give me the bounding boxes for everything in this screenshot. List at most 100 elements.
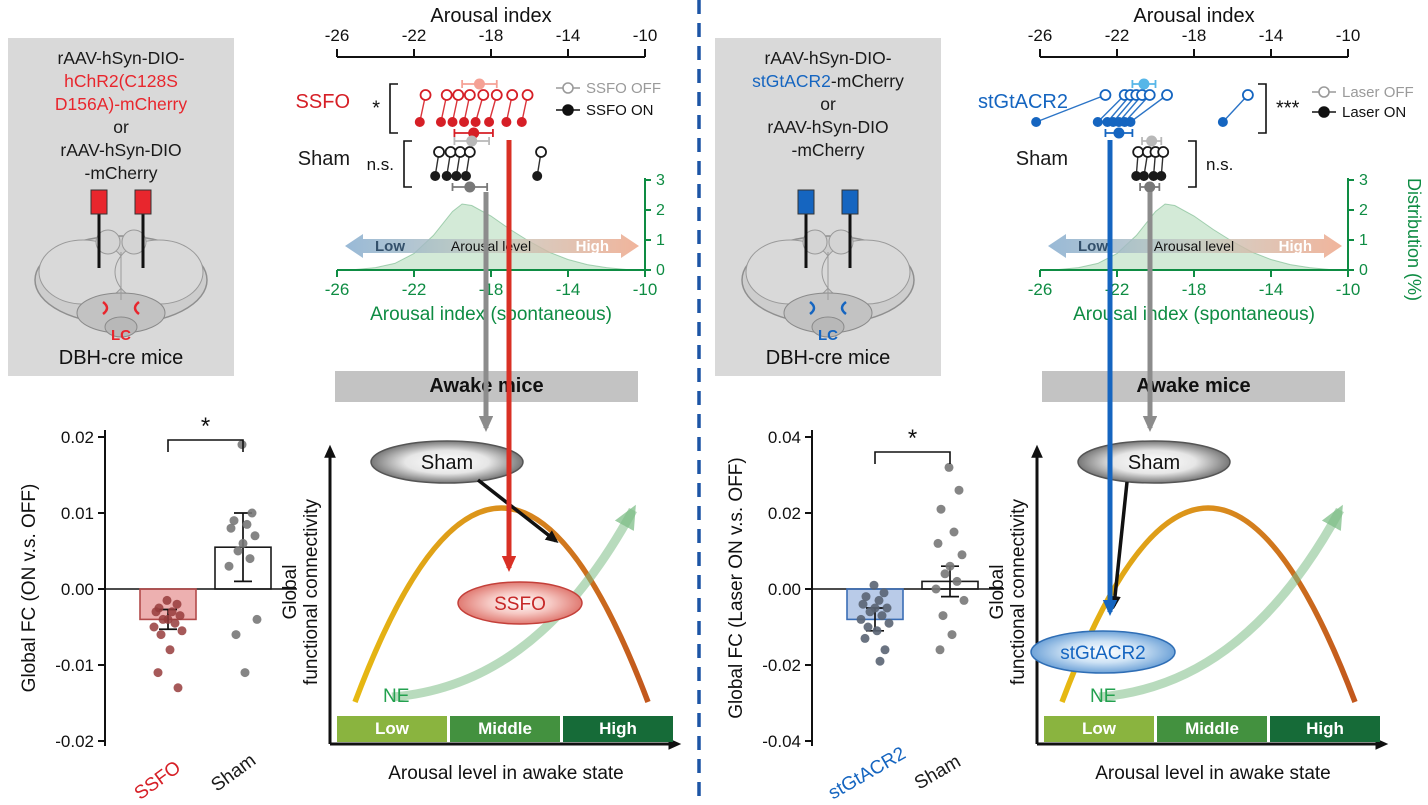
treatment-ellipse-label: stGtACR2 (1060, 643, 1146, 664)
off-dot (1161, 89, 1173, 101)
top-tick-label: -10 (1336, 26, 1361, 45)
scatter-dot (858, 599, 868, 609)
arousal-segment-Low (337, 716, 447, 742)
bar-xlabel: Sham (911, 751, 964, 794)
arousal-title: Arousal index (1133, 5, 1254, 27)
concept-ylabel-line1: Global (280, 565, 301, 620)
scatter-dot (238, 538, 248, 548)
bar-ytick-label: -0.02 (55, 732, 94, 751)
segment-label: Middle (1185, 719, 1239, 738)
mean-dot (1138, 78, 1150, 90)
legend-label: Laser ON (1342, 104, 1406, 121)
bar-ytick-label: 0.02 (768, 504, 801, 523)
arousal-segment-Middle (1157, 716, 1267, 742)
dist-ytick-label: 2 (656, 202, 665, 219)
arousal-level-band (1048, 234, 1342, 258)
virus-label-line: or (113, 117, 129, 137)
dist-ytick-label: 3 (656, 172, 665, 189)
on-dot (1156, 171, 1167, 181)
virus-box-right: rAAV-hSyn-DIO-stGtACR2-mCherryorrAAV-hSy… (715, 38, 941, 376)
distribution-ylabel: Distribution (%) (1404, 178, 1424, 301)
scatter-dot (172, 599, 182, 609)
band-low-label: Low (1078, 238, 1108, 255)
bottom-tick-label: -10 (633, 280, 658, 299)
bar-group-Sham: Sham (207, 440, 272, 796)
bar-ylabel: Global FC (ON v.s. OFF) (19, 484, 40, 693)
ne-label: NE (383, 686, 409, 707)
top-tick-label: -18 (479, 26, 504, 45)
scatter-dot (933, 538, 943, 548)
bar-ytick-label: 0.02 (61, 428, 94, 447)
off-dot (506, 89, 519, 101)
scatter-dot (237, 440, 247, 450)
on-dot (451, 171, 462, 181)
treatment-ellipse (1030, 630, 1176, 674)
legend-label: SSFO OFF (586, 80, 661, 97)
sham-shift-arrow (476, 478, 559, 544)
top-tick-label: -22 (402, 26, 427, 45)
inverted-u-curve (352, 505, 651, 703)
arousal-segment-High (563, 716, 673, 742)
off-dot (490, 89, 503, 101)
on-dot (516, 117, 527, 127)
concept-ylabel-line2: functional connectivity (1008, 499, 1029, 685)
mean-dot (1144, 181, 1156, 193)
scatter-dot (879, 588, 889, 598)
band-high-label: High (1279, 238, 1312, 255)
on-dot (414, 117, 425, 127)
mean-dot (1146, 135, 1158, 147)
on-dot (460, 171, 471, 181)
scatter-dot (229, 516, 239, 526)
scatter-dot (165, 645, 175, 655)
ne-curve-arrow (391, 504, 637, 702)
bar-ytick-label: 0.00 (61, 580, 94, 599)
legend: SSFO OFF SSFO ON (556, 80, 661, 119)
ne-label: NE (1090, 686, 1116, 707)
scatter-dot (162, 595, 172, 605)
scatter-dot (170, 618, 180, 628)
scatter-dot (874, 595, 884, 605)
top-tick-label: -14 (1259, 26, 1284, 45)
bar-xlabel: Sham (207, 750, 260, 796)
off-dot (452, 89, 465, 101)
dist-ytick-label: 0 (1359, 262, 1368, 279)
segment-label: Middle (478, 719, 532, 738)
lc-label: LC (111, 327, 131, 344)
mean-dot (473, 78, 485, 90)
scatter-dot (224, 561, 234, 571)
dist-ytick-label: 1 (1359, 232, 1368, 249)
bar-ytick-label: -0.02 (762, 656, 801, 675)
bottom-tick-label: -22 (1105, 280, 1130, 299)
scatter-dot (173, 683, 183, 693)
on-dot (1131, 171, 1142, 181)
top-axis (336, 49, 646, 58)
off-dot (477, 89, 490, 101)
distribution-axes (1039, 178, 1354, 277)
lc-mark-right (840, 301, 847, 315)
awake-banner-right: Awake mice (1042, 371, 1345, 402)
bottom-tick-label: -26 (325, 280, 350, 299)
scatter-dot (945, 561, 955, 571)
scatter-dot (240, 668, 250, 678)
arousal-xlabel: Arousal index (spontaneous) (370, 304, 612, 325)
legend-label: SSFO ON (586, 102, 654, 119)
off-dot (1143, 89, 1156, 101)
top-tick-label: -26 (1028, 26, 1053, 45)
on-dot (1138, 171, 1149, 181)
lc-mark-right (133, 301, 140, 315)
sig-bracket (167, 439, 244, 452)
arousal-level-band (345, 234, 639, 258)
band-low-label: Low (375, 238, 405, 255)
awake-banner-left: Awake mice (335, 371, 638, 402)
legend-marker (562, 82, 574, 94)
off-dot (1132, 146, 1145, 158)
scatter-dot (247, 508, 257, 518)
on-dot (430, 171, 441, 181)
bottom-tick-label: -18 (479, 280, 504, 299)
virus-box-left: rAAV-hSyn-DIO-hChR2(C128SD156A)-mCherryo… (8, 38, 234, 376)
legend-label: Laser OFF (1342, 84, 1414, 101)
bar-group-stGtACR2: stGtACR2 (825, 580, 910, 804)
